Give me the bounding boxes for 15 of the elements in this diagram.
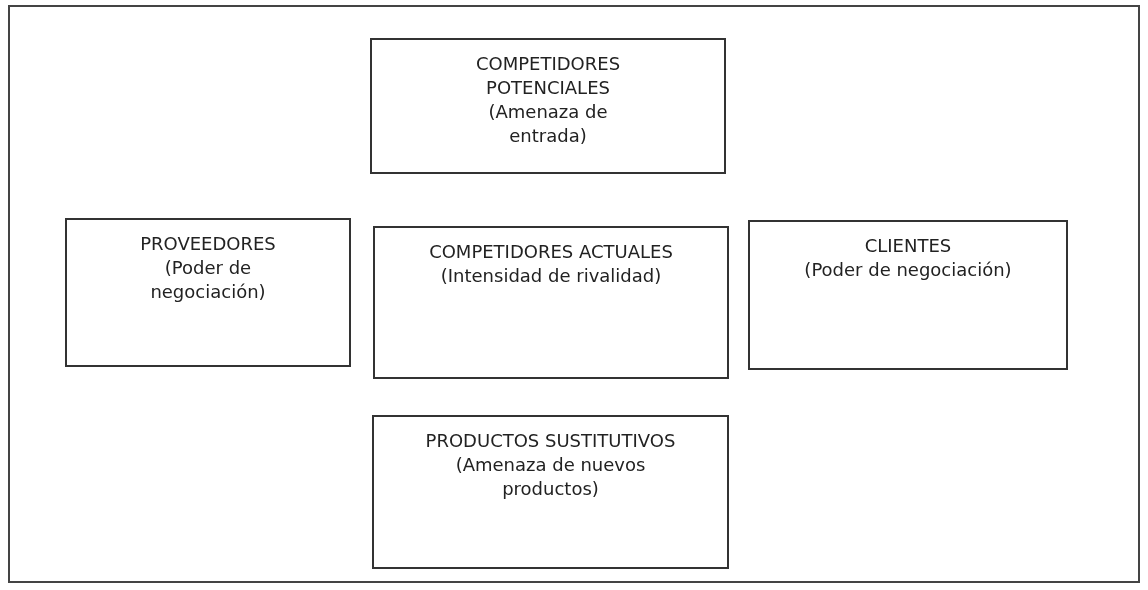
box-heading: COMPETIDORES ACTUALES: [429, 240, 673, 264]
force-box: [373, 226, 729, 379]
box-heading: CLIENTES: [864, 234, 952, 258]
box-heading: PRODUCTOS SUSTITUTIVOS: [425, 429, 676, 453]
force-box: [748, 220, 1068, 370]
force-box: [370, 38, 726, 174]
force-box: [65, 218, 351, 367]
box-description: (Amenaza de entrada): [487, 100, 609, 148]
box-description: (Poder de negociación): [804, 258, 1012, 282]
force-box: [372, 415, 729, 569]
box-heading: COMPETIDORES POTENCIALES: [474, 52, 622, 100]
box-description: (Intensidad de rivalidad): [440, 264, 662, 288]
box-heading: PROVEEDORES: [140, 232, 276, 256]
box-description: (Amenaza de nuevos productos): [454, 453, 647, 501]
box-description: (Poder de negociación): [149, 256, 267, 304]
